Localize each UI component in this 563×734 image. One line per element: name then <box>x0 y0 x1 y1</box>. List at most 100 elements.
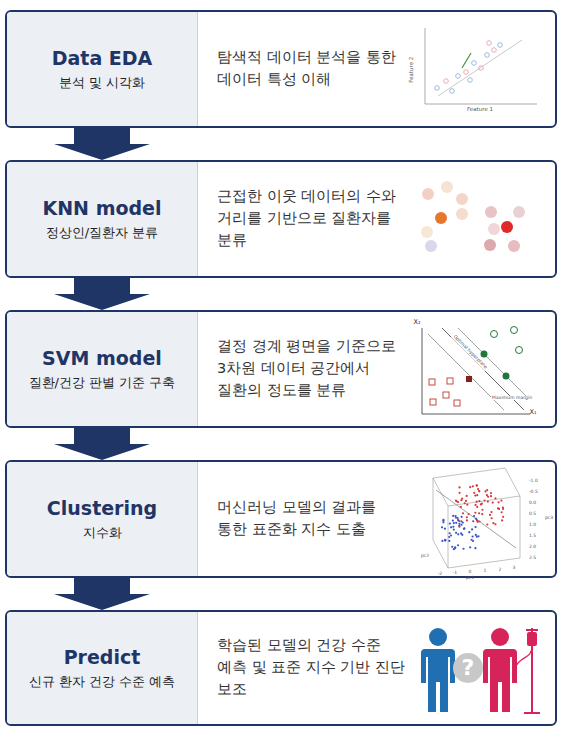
data-dot <box>490 492 492 494</box>
data-dot <box>463 528 465 530</box>
tick-label: 1.0 <box>529 523 536 528</box>
data-dot <box>457 517 459 519</box>
stage-label-panel: Predict 신규 환자 건강 수준 예측 <box>7 612 198 724</box>
data-dot <box>476 520 478 522</box>
tick-label: 1.5 <box>529 534 536 539</box>
tick-label: -1.0 <box>529 479 538 484</box>
stage-subtitle: 신규 환자 건강 수준 예측 <box>29 673 176 691</box>
tick-label: 0.5 <box>529 512 536 517</box>
stage-label-panel: Data EDA분석 및 시각화 <box>7 12 198 126</box>
data-dot <box>487 496 489 498</box>
data-dot <box>442 519 444 521</box>
data-dot <box>444 539 446 541</box>
tick-label: 2.0 <box>529 545 536 550</box>
tick-label: -2 <box>438 572 443 577</box>
data-dot <box>481 513 483 515</box>
data-dot <box>472 540 474 542</box>
svm-plot <box>422 327 530 415</box>
data-dot <box>444 528 446 530</box>
data-dot <box>478 490 480 492</box>
data-dot <box>467 513 469 515</box>
data-dot <box>474 547 476 549</box>
data-dot <box>477 488 479 490</box>
stage-description: 탐색적 데이터 분석을 통한 데이터 특성 이해 <box>217 47 407 91</box>
data-dot <box>489 514 491 516</box>
tick-label: 0.0 <box>529 501 536 506</box>
data-dot <box>458 523 460 525</box>
cluster-plot <box>433 468 520 568</box>
data-dot <box>462 512 464 514</box>
stage-description: 근접한 이웃 데이터의 수와 거리를 기반으로 질환자를 분류 <box>217 186 407 251</box>
data-dot <box>453 528 455 530</box>
stage-title: Predict <box>64 645 141 670</box>
data-dot <box>457 533 459 535</box>
data-dot <box>473 515 475 517</box>
data-dot <box>458 492 460 494</box>
stage-box: Clustering지수화머신러닝 모델의 결과를 통한 표준화 지수 도출 <box>5 460 557 578</box>
stage-label-panel: Clustering지수화 <box>7 462 198 576</box>
data-dot <box>476 484 478 486</box>
flow-arrow <box>74 278 130 294</box>
data-dot <box>471 528 473 530</box>
data-dot <box>476 485 478 487</box>
data-dot <box>451 546 453 548</box>
data-dot <box>457 519 459 521</box>
data-dot <box>449 532 451 534</box>
flow-arrow <box>74 128 130 144</box>
data-dot <box>466 519 468 521</box>
data-dot <box>469 546 471 548</box>
data-dot <box>474 512 476 514</box>
patient-icons <box>421 628 540 713</box>
data-dot <box>457 544 459 546</box>
stage-title: KNN model <box>43 196 162 221</box>
data-dot <box>480 503 482 505</box>
data-dot <box>448 536 450 538</box>
data-dot <box>453 522 455 524</box>
tick-label: pc3 <box>545 516 553 521</box>
data-dot <box>475 518 477 520</box>
data-dot <box>441 526 443 528</box>
axis-label: Feature 2 <box>409 57 415 83</box>
scatter-plot <box>425 28 537 104</box>
tick-label: 2.5 <box>529 556 536 561</box>
data-dot <box>490 495 492 497</box>
data-dot <box>484 490 486 492</box>
axis-label: Maximum margin <box>491 396 533 401</box>
axis-label: X₂ <box>413 319 420 326</box>
flow-arrow <box>74 578 130 594</box>
stage-description: 학습된 모델의 건강 수준 예측 및 표준 지수 기반 진단 보조 <box>217 635 407 700</box>
stage-subtitle: 지수화 <box>83 524 122 542</box>
data-dot <box>468 531 470 533</box>
data-dot <box>455 532 457 534</box>
data-dot <box>458 525 460 527</box>
data-dot <box>472 485 474 487</box>
data-dot <box>481 503 483 505</box>
data-dot <box>453 548 455 550</box>
data-dot <box>502 516 504 518</box>
data-dot <box>460 524 462 526</box>
data-dot <box>478 490 480 492</box>
tick-label: 2 <box>499 568 502 573</box>
data-dot <box>498 501 500 503</box>
data-dot <box>494 497 496 499</box>
data-dot <box>460 506 462 508</box>
data-dot <box>473 492 475 494</box>
data-dot <box>492 522 494 524</box>
data-dot <box>466 504 468 506</box>
data-dot <box>457 519 459 521</box>
data-dot <box>462 521 464 523</box>
data-dot <box>478 520 480 522</box>
data-dot <box>472 520 474 522</box>
data-dot <box>455 499 457 501</box>
data-dot <box>441 540 443 542</box>
data-dot <box>458 526 460 528</box>
question-mark: ? <box>462 657 475 679</box>
stage-description: 결정 경계 평면을 기준으로 3차원 데이터 공간에서 질환의 정도를 분류 <box>217 336 407 401</box>
data-dot <box>461 516 463 518</box>
stage-label-panel: SVM model질환/건강 판별 기준 구축 <box>7 312 198 426</box>
axis-label: Optimal hyperplane <box>452 334 489 371</box>
tick-label: -0.5 <box>529 490 538 495</box>
data-dot <box>466 495 468 497</box>
stage-box: KNN model정상인/질환자 분류 근접한 이웃 데이터의 수와 거리를 기반… <box>5 160 557 278</box>
stage-label-panel: KNN model정상인/질환자 분류 <box>7 162 198 276</box>
